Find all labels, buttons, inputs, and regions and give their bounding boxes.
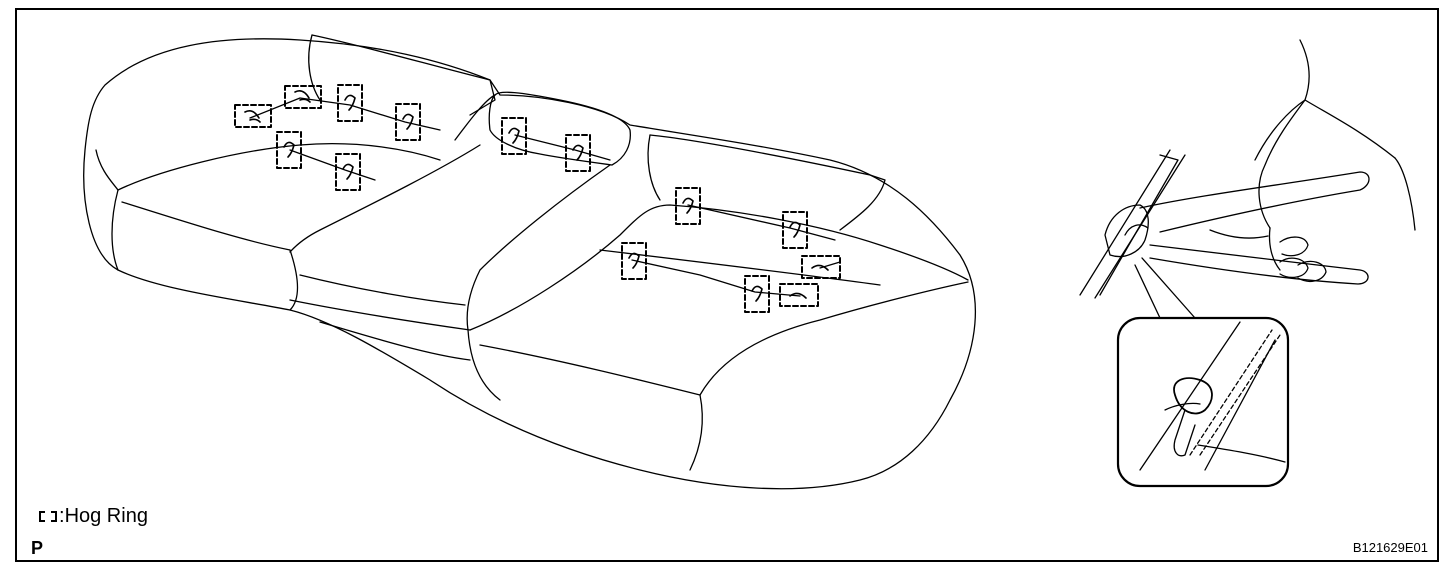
hog-ring-marker <box>234 104 272 128</box>
figure-id: B121629E01 <box>1352 540 1428 555</box>
view-code: P <box>31 538 44 558</box>
hog-ring-glyphs <box>244 90 829 302</box>
hog-ring-pliers-illustration <box>1079 39 1416 319</box>
hog-ring-marker <box>284 85 322 109</box>
hog-ring-marker <box>675 187 701 225</box>
legend-separator: : <box>59 505 65 527</box>
hog-ring-marker <box>782 211 808 249</box>
hog-ring-marker <box>621 242 647 280</box>
hog-ring-marker <box>565 134 591 172</box>
hog-ring-marker <box>744 275 770 313</box>
hog-ring-markers <box>234 84 841 313</box>
hog-ring-detail-view <box>1116 316 1290 488</box>
seat-cushion <box>83 34 976 490</box>
dashed-square-icon <box>39 511 57 522</box>
hog-ring-marker <box>337 84 363 122</box>
legend-label: Hog Ring <box>64 505 148 527</box>
hog-ring-marker <box>335 153 361 191</box>
hog-ring-marker <box>395 103 421 141</box>
legend: : Hog Ring <box>39 505 148 528</box>
diagram-frame <box>15 8 1439 562</box>
hog-ring-marker <box>276 131 302 169</box>
hog-ring-marker <box>779 283 819 307</box>
hog-ring-marker <box>501 117 527 155</box>
hog-ring-marker <box>801 255 841 279</box>
